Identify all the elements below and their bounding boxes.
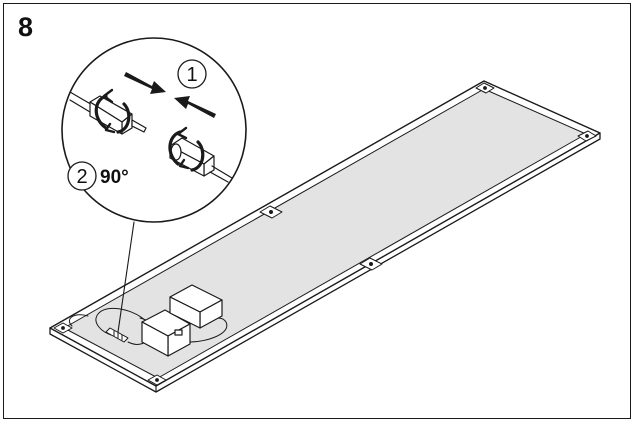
corner-bracket-back: [475, 82, 495, 94]
push-arrows-icon: [124, 72, 216, 118]
callout-number-2: 2: [76, 166, 87, 188]
corner-bracket-left: [53, 322, 73, 334]
callout-number-1: 1: [186, 64, 197, 86]
twist-arrow-icon: [94, 88, 131, 134]
junction-box: [169, 284, 223, 329]
rotation-angle-label: 90°: [100, 167, 129, 188]
callout-leader: [117, 221, 135, 333]
corner-bracket-front: [147, 374, 167, 386]
detail-callout: [61, 37, 247, 223]
mid-bracket-back: [259, 205, 283, 219]
connector-plug-icon: [105, 327, 129, 343]
callout-badge-1: [177, 59, 207, 89]
corner-bracket-right: [577, 130, 597, 142]
step-number: 8: [18, 12, 34, 42]
twist-arrow-icon: [168, 126, 205, 172]
callout-badge-2: [67, 161, 97, 191]
driver-box: [141, 309, 191, 357]
mid-bracket-front: [359, 257, 383, 271]
